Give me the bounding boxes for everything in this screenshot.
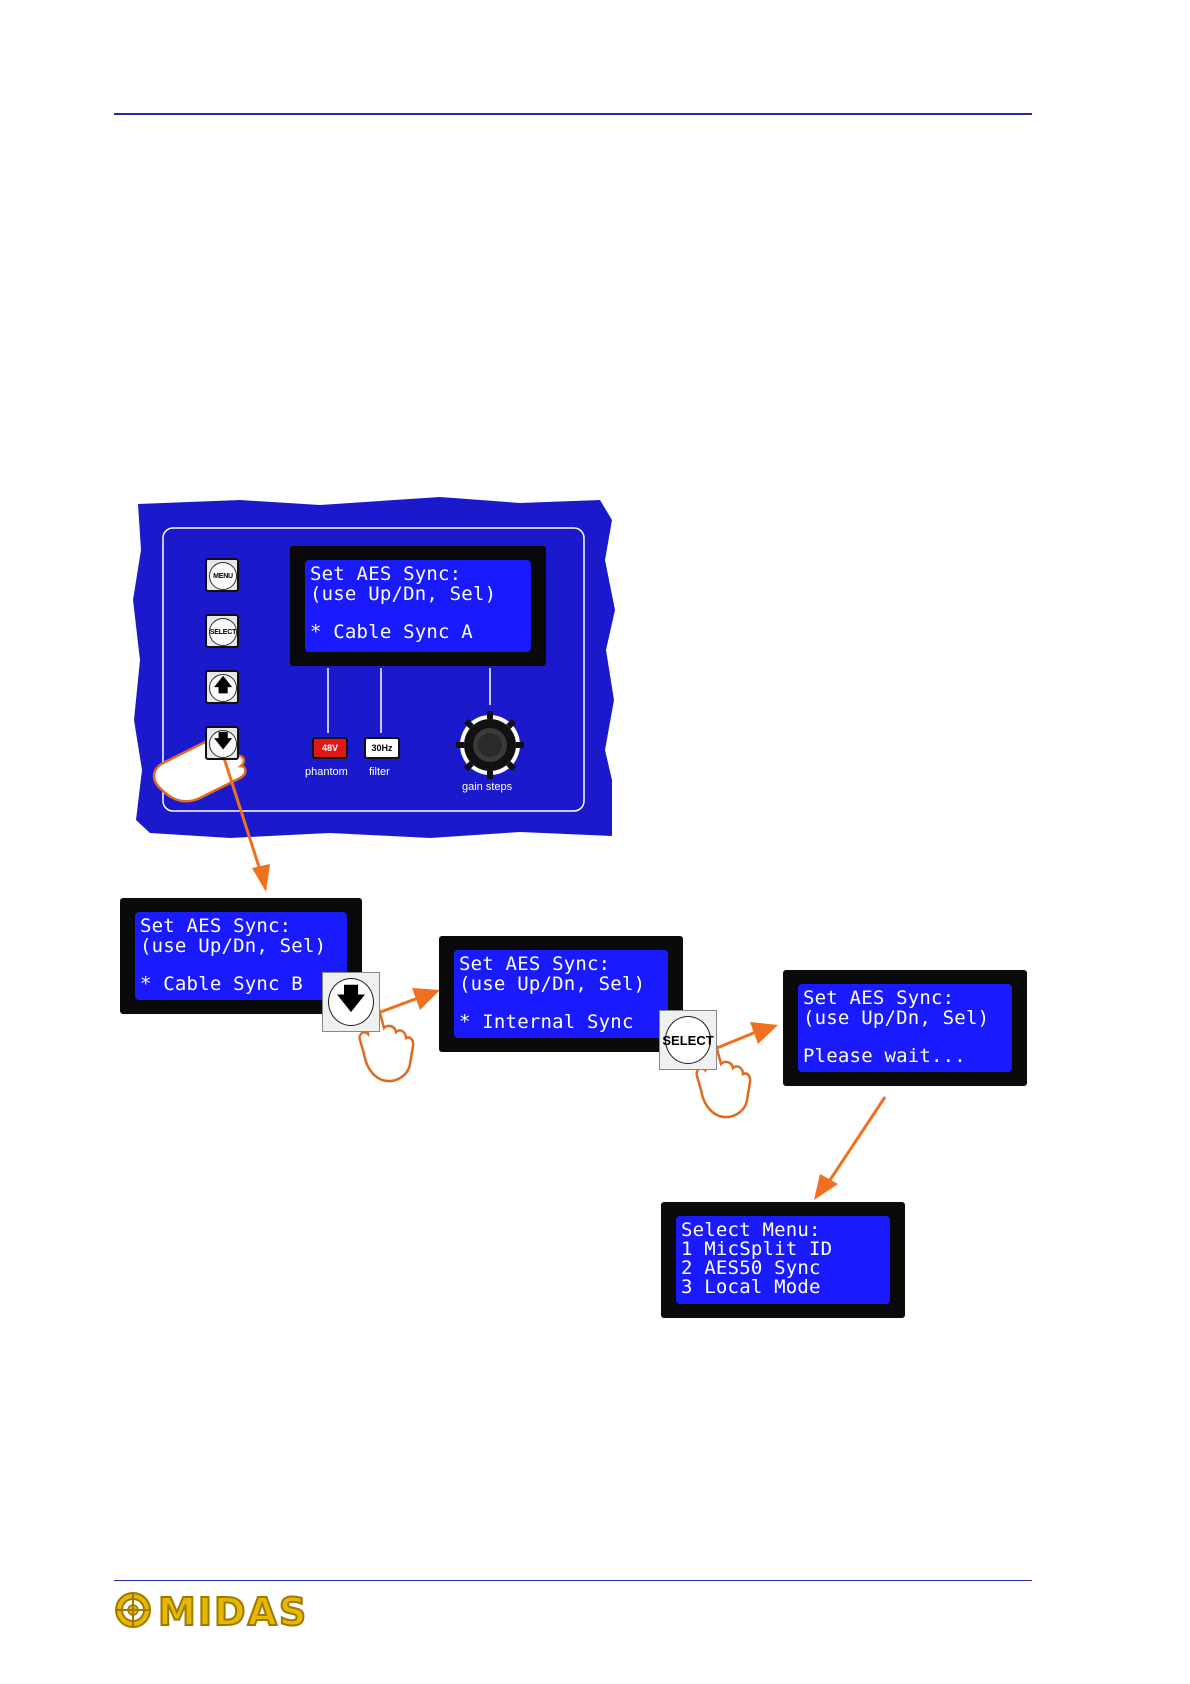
footer-rule: [114, 1580, 1032, 1581]
lcd-screen: Select Menu: 1 MicSplit ID 2 AES50 Sync …: [676, 1216, 890, 1304]
phantom-48v-label: 48V: [321, 743, 338, 753]
flow-arrow-4: [828, 1096, 887, 1181]
lcd-cable-sync-b: Set AES Sync: (use Up/Dn, Sel) * Cable S…: [120, 898, 362, 1014]
lcd-line-2: (use Up/Dn, Sel): [803, 1007, 990, 1029]
lcd-screen: Set AES Sync: (use Up/Dn, Sel) Please wa…: [798, 984, 1012, 1072]
lcd-line-4: 3 Local Mode: [681, 1276, 821, 1298]
up-arrow-icon: 🡅: [209, 674, 237, 702]
lcd-line-1: Set AES Sync:: [140, 915, 292, 937]
lcd-line-2: 1 MicSplit ID: [681, 1238, 833, 1260]
midas-logo: MIDAS: [157, 1589, 309, 1635]
lcd-screen: Set AES Sync: (use Up/Dn, Sel) * Cable S…: [305, 560, 531, 652]
lcd-screen: Set AES Sync: (use Up/Dn, Sel) * Cable S…: [135, 912, 347, 1000]
gain-knob: [456, 711, 524, 779]
midas-emblem: [115, 1592, 151, 1628]
panel-outline: [162, 527, 585, 812]
lcd-line-1: Set AES Sync:: [803, 987, 955, 1009]
down-button[interactable]: 🡇: [205, 726, 239, 760]
gain-steps-label: gain steps: [462, 781, 513, 793]
filter-30hz-button[interactable]: 30Hz: [364, 737, 400, 759]
phantom-label: phantom: [305, 766, 348, 778]
lcd-internal-sync: Set AES Sync: (use Up/Dn, Sel) * Interna…: [439, 936, 683, 1052]
lcd-line-2: (use Up/Dn, Sel): [459, 973, 646, 995]
lcd-line-3: 2 AES50 Sync: [681, 1257, 821, 1279]
lcd-line-2: (use Up/Dn, Sel): [310, 583, 497, 605]
header-rule: [114, 113, 1032, 115]
down-arrow-icon: 🡇: [328, 978, 374, 1026]
menu-button[interactable]: MENU: [205, 558, 239, 592]
lcd-line-1: Set AES Sync:: [459, 953, 611, 975]
lcd-line-4: * Internal Sync: [459, 1011, 634, 1033]
lcd-line-2: (use Up/Dn, Sel): [140, 935, 327, 957]
lcd-screen: Set AES Sync: (use Up/Dn, Sel) * Interna…: [454, 950, 668, 1038]
filter-30hz-label: 30Hz: [371, 743, 393, 753]
select-button[interactable]: SELECT: [205, 614, 239, 648]
panel-lcd: Set AES Sync: (use Up/Dn, Sel) * Cable S…: [290, 546, 546, 666]
flow-arrow-3: [711, 1030, 757, 1052]
down-press-button[interactable]: 🡇: [322, 972, 380, 1032]
lcd-line-1: Select Menu:: [681, 1219, 821, 1241]
flow-arrow-1: [222, 757, 262, 871]
lcd-line-4: * Cable Sync B: [140, 973, 303, 995]
lcd-line-4: Please wait...: [803, 1045, 966, 1067]
select-button-label: SELECT: [209, 618, 237, 646]
filter-label: filter: [369, 766, 390, 778]
select-press-button[interactable]: SELECT: [659, 1010, 717, 1070]
up-button[interactable]: 🡅: [205, 670, 239, 704]
lcd-line-1: Set AES Sync:: [310, 563, 462, 585]
lcd-line-4: * Cable Sync A: [310, 621, 473, 643]
lcd-select-menu: Select Menu: 1 MicSplit ID 2 AES50 Sync …: [661, 1202, 905, 1318]
phantom-48v-button[interactable]: 48V: [312, 737, 348, 759]
select-press-label: SELECT: [662, 1016, 714, 1064]
menu-button-label: MENU: [209, 562, 237, 590]
down-arrow-icon: 🡇: [209, 730, 237, 758]
lcd-please-wait: Set AES Sync: (use Up/Dn, Sel) Please wa…: [783, 970, 1027, 1086]
